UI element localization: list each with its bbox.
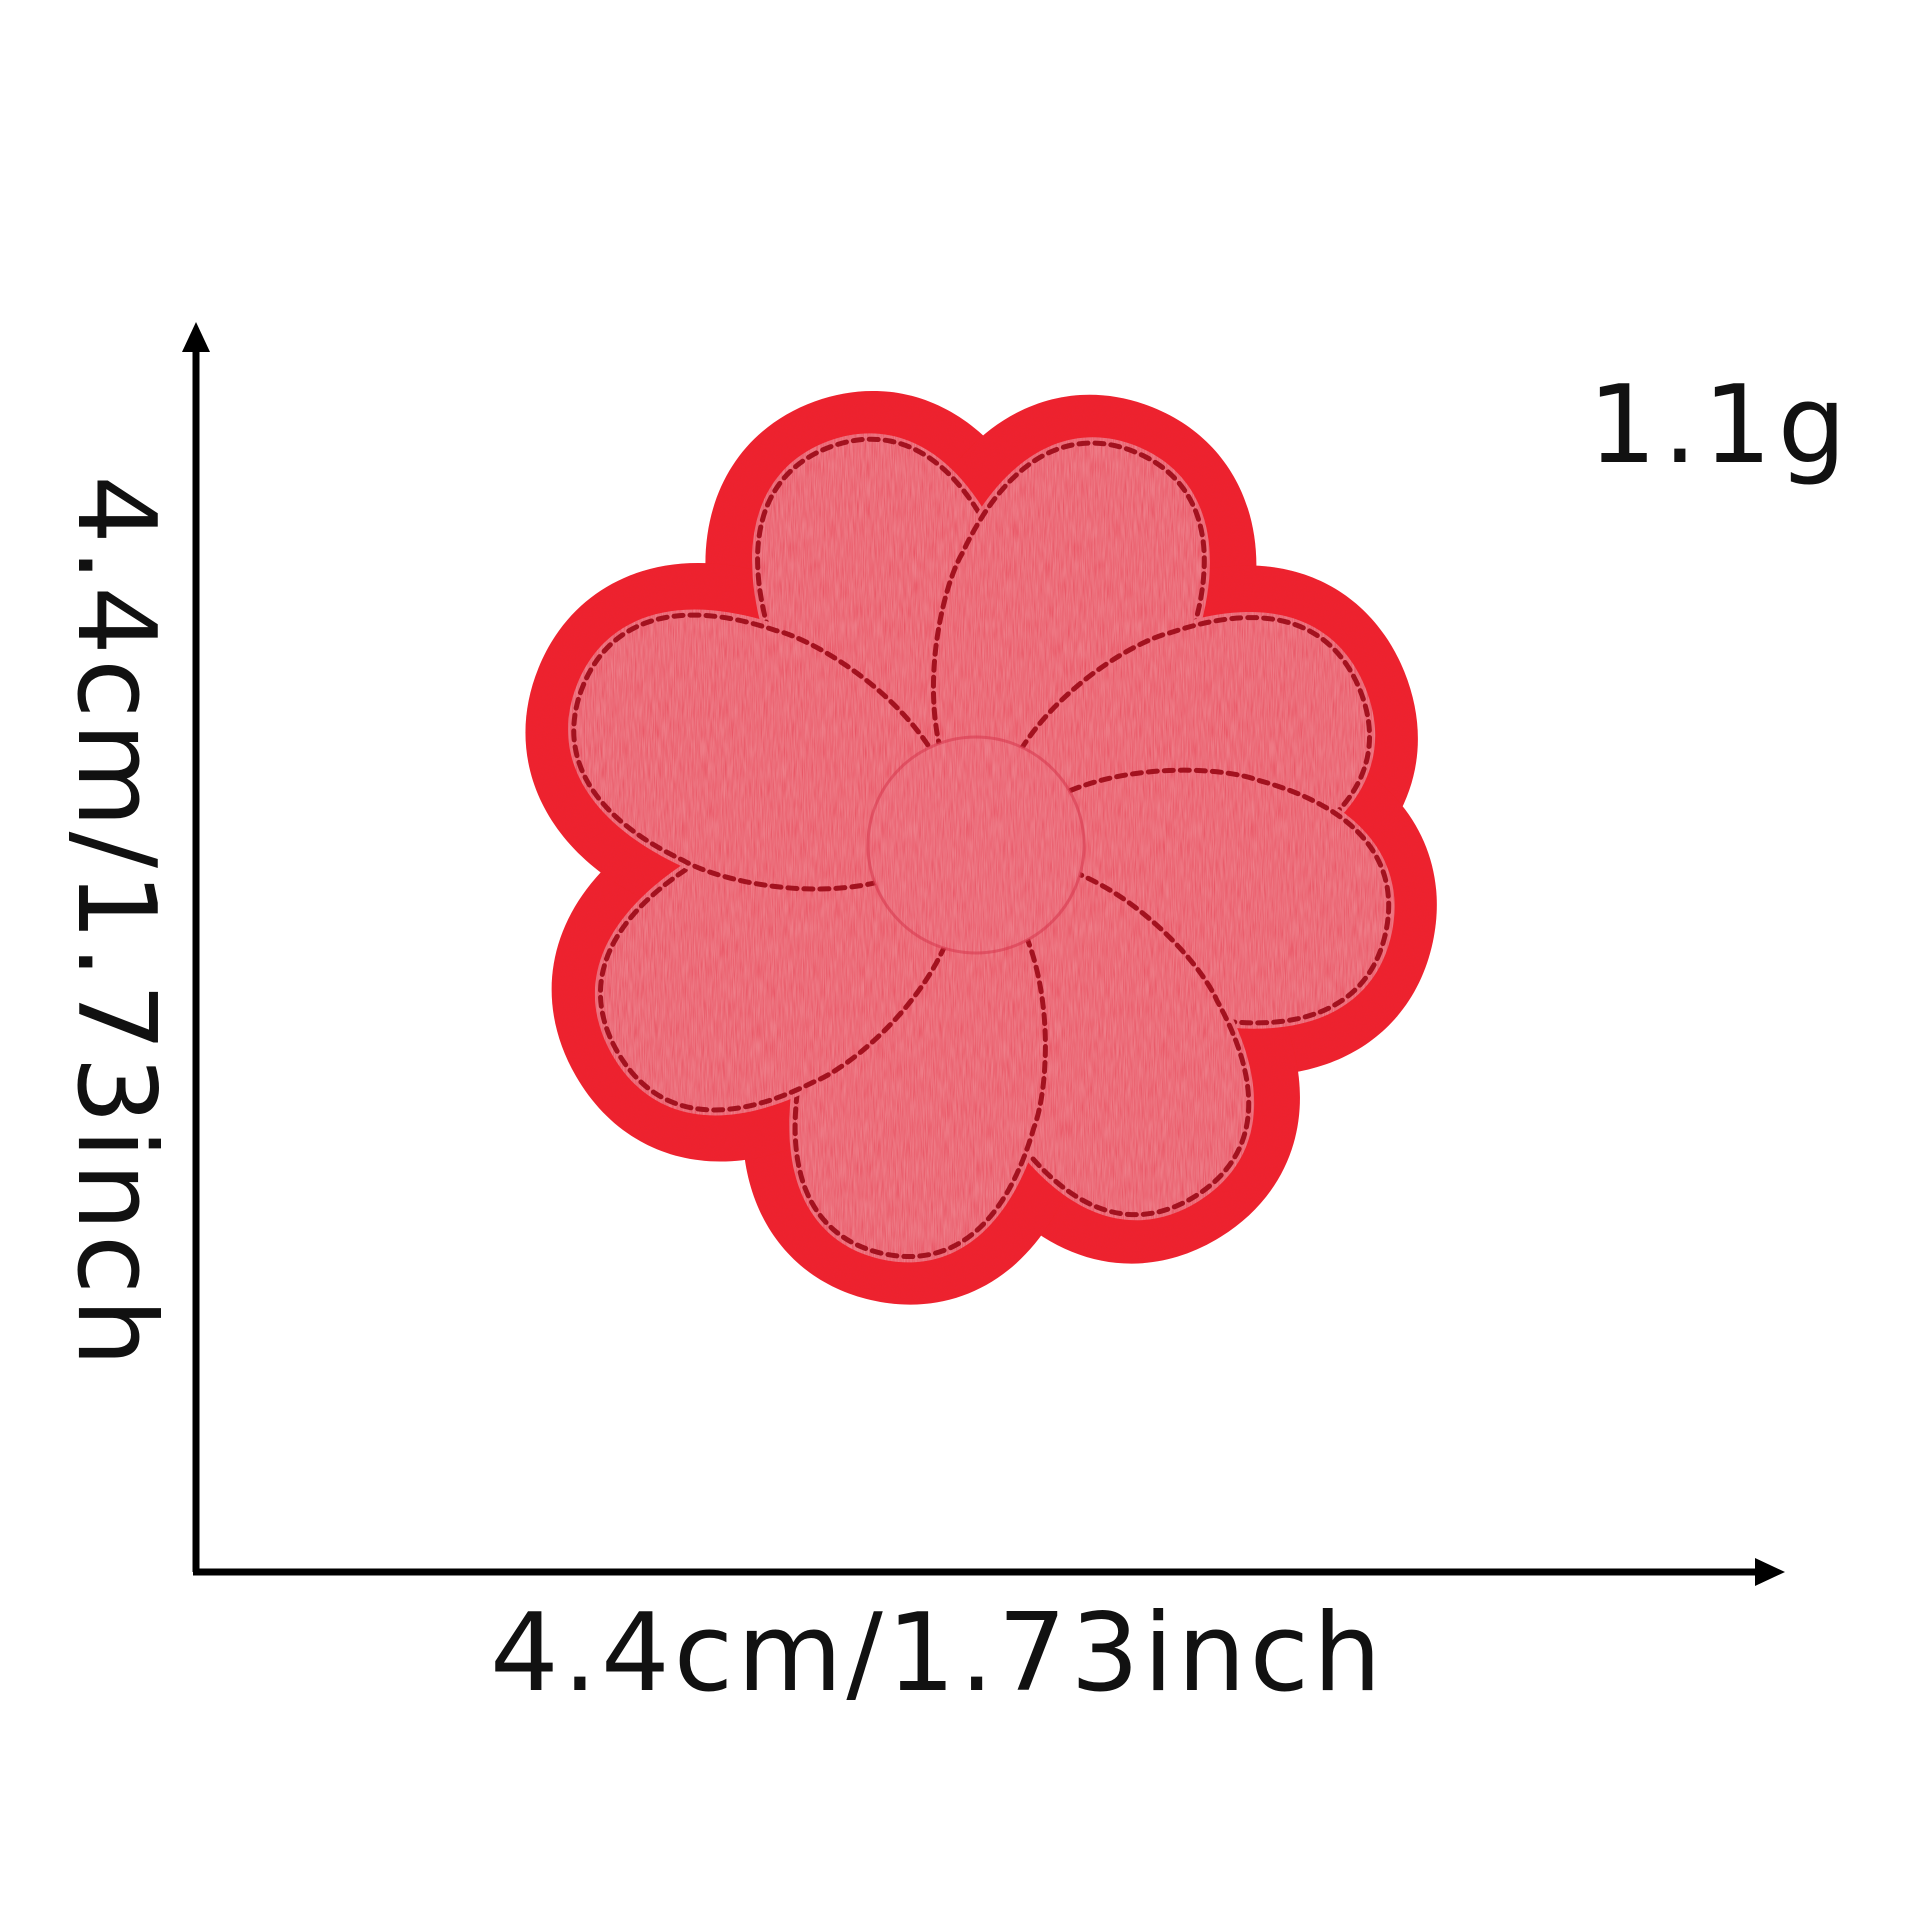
petal-stitch-8 (571, 612, 953, 892)
flower-patch-icon (525, 390, 1437, 1305)
petal-8 (568, 609, 956, 895)
width-dimension-label: 4.4cm/1.73inch (490, 1591, 1386, 1716)
weight-label: 1.1g (1588, 363, 1853, 488)
flower-center (868, 737, 1084, 953)
arrow-right-icon (1755, 1558, 1785, 1586)
arrow-up-icon (182, 322, 210, 352)
height-dimension-label: 4.4cm/1.73inch (53, 475, 178, 1371)
flower-center-outline (866, 735, 1086, 955)
